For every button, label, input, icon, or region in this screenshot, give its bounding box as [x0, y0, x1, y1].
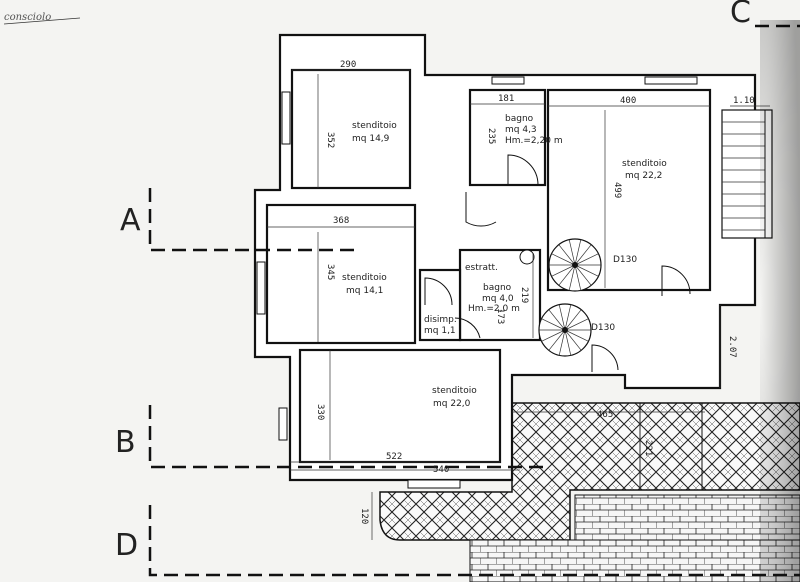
stair-label: D130	[591, 323, 615, 333]
room-label: stenditoio	[342, 273, 387, 283]
stair-label: D130	[613, 255, 637, 265]
room-label: disimp.	[424, 315, 457, 325]
room-stenditoio-3	[265, 203, 417, 345]
spiral-stair-1	[548, 238, 602, 292]
door-bagno-1	[507, 154, 539, 186]
window-north-2	[644, 76, 698, 85]
spiral-stair-2	[538, 303, 592, 357]
room-label: bagno	[505, 114, 534, 124]
svg-text:D: D	[115, 528, 138, 563]
room-label: estratt.	[465, 263, 498, 273]
dimension-label: 345	[325, 264, 335, 280]
dimension-label: 540	[433, 465, 449, 475]
dimension-label: 499	[612, 182, 622, 198]
room-height: Hm.=2,0 m	[468, 304, 520, 314]
room-area: mq 14,1	[346, 286, 383, 296]
section-b: B	[115, 405, 550, 469]
window-north-1	[491, 76, 525, 85]
scan-shadow	[760, 20, 800, 582]
dimension-label: 2.07	[727, 336, 737, 358]
window-west-2	[256, 261, 266, 315]
dimension-label: 522	[386, 452, 402, 462]
door-disimpegno	[424, 277, 453, 306]
section-a: A	[120, 188, 360, 252]
dimension-label: 181	[498, 94, 514, 104]
room-disimpegno	[418, 268, 462, 342]
room-area: mq 14,9	[352, 134, 390, 144]
section-d: D	[115, 505, 800, 577]
room-label: bagno	[483, 283, 512, 293]
room-area: mq 22,2	[625, 171, 662, 181]
room-label: stenditoio	[352, 121, 397, 131]
window-west-1	[281, 91, 291, 145]
room-label: stenditoio	[432, 386, 477, 396]
dimension-label: 219	[519, 287, 529, 303]
handwritten-note: consciolo	[4, 12, 51, 23]
terrace-herringbone	[379, 402, 800, 541]
door-terrace	[591, 344, 619, 372]
dimension-label: 1.10	[733, 96, 755, 106]
dimension-label: 290	[340, 60, 356, 70]
dimension-label: 352	[325, 132, 335, 148]
door-corridor	[465, 192, 497, 227]
section-marker-c: C	[730, 0, 751, 30]
room-height: Hm.=2,20 m	[505, 136, 563, 146]
dimension-label: 465	[597, 410, 613, 420]
door-stenditoio-2	[661, 265, 691, 296]
room-area: mq 4,0	[482, 294, 514, 304]
dimension-label: 173	[495, 308, 505, 324]
room-area: mq 4,3	[505, 125, 537, 135]
room-area: mq 22,0	[433, 399, 471, 409]
dimension-label: 235	[486, 128, 496, 144]
dimension-label: 368	[333, 216, 349, 226]
room-stenditoio-1	[290, 68, 412, 190]
window-west-3	[278, 407, 288, 441]
dimension-label: 400	[620, 96, 636, 106]
svg-text:A: A	[120, 203, 141, 238]
dimension-label: 120	[359, 508, 369, 524]
room-stenditoio-4	[298, 348, 502, 464]
window-south	[407, 479, 461, 489]
room-label: stenditoio	[622, 159, 667, 169]
svg-text:B: B	[115, 425, 136, 460]
exhaust-fan	[519, 249, 535, 265]
dimension-label: 221	[643, 440, 653, 456]
dimension-label: 330	[315, 404, 325, 420]
door-bagno-2	[454, 317, 481, 339]
dimension-lines	[267, 69, 770, 540]
note-underline	[3, 17, 81, 25]
room-area: mq 1,1	[424, 326, 456, 336]
